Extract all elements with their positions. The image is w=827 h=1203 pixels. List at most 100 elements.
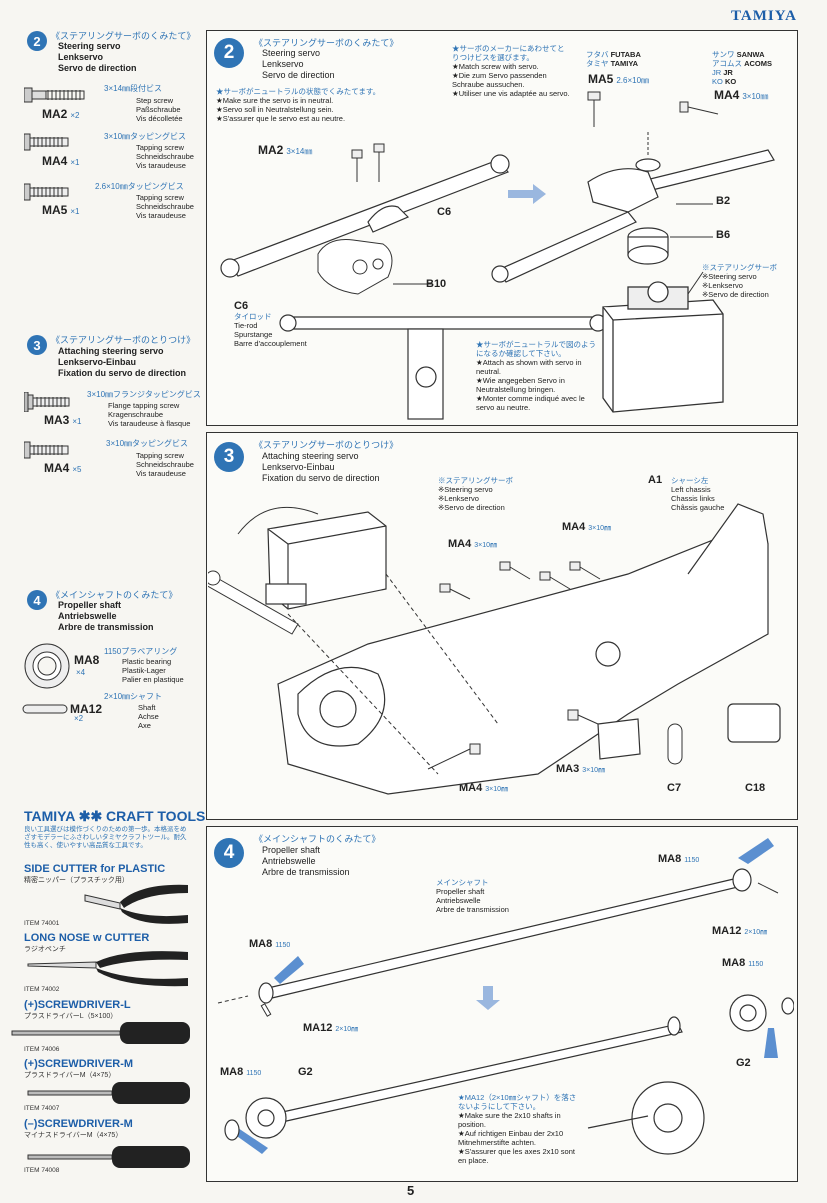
part-code: MA4×1 [42, 154, 80, 168]
tool-entry: LONG NOSE w CUTTER ラジオペンチ [24, 932, 150, 953]
step-title-de: Lenkservo-Einbau [262, 462, 335, 472]
part-code: MA2×2 [42, 107, 80, 121]
c7-label: C7 [667, 782, 682, 794]
servo-label: ※ステアリングサーボ ※Steering servo ※Lenkservo ※S… [438, 476, 513, 512]
tapping-screw-icon [24, 133, 69, 151]
item-number: ITEM 74001 [24, 920, 60, 927]
part-spec: 1150プラベアリング [104, 647, 178, 656]
chassis-servo-diagram [208, 503, 781, 795]
step-title-fr: Servo de direction [262, 70, 335, 80]
step-title-de: Lenkservo-Einbau [58, 357, 137, 367]
step-title-en: Attaching steering servo [58, 346, 164, 356]
c6-description: C6 タイロッド Tie-rod Spurstange Barre d'acco… [234, 300, 307, 348]
maker-table-left: フタバ FUTABA タミヤ TAMIYA [586, 50, 641, 68]
g2-label: G2 [736, 1057, 751, 1069]
part-spec: 3×14㎜段付ビス [104, 84, 163, 93]
long-nose-pliers-icon [27, 951, 188, 987]
step-number: 4 [27, 590, 47, 610]
step-number: 3 [214, 442, 244, 472]
tapping-screw-icon [24, 441, 69, 459]
c18-label: C18 [745, 782, 766, 794]
craft-tools-desc: 良い工具選びは模作づくりのための第一歩。本格派をめざすモデラーにふさわしいタミヤ… [24, 826, 187, 849]
screwdriver-icon [27, 1146, 190, 1168]
a1-label: A1 [648, 474, 663, 486]
part-spec: 3×10㎜タッピングビス [104, 132, 187, 141]
step-number: 4 [214, 838, 244, 868]
step-title-de: Lenkservo [58, 52, 104, 62]
craft-tools-title: TAMIYA ✱✱ CRAFT TOOLS [24, 808, 206, 824]
item-number: ITEM 74007 [24, 1105, 60, 1112]
part-code: MA5×1 [42, 203, 80, 217]
step-title-jp: 《メインシャフトのくみたて》 [254, 834, 381, 844]
step-title-en: Steering servo [262, 48, 321, 58]
steering-servo-diagram [220, 91, 775, 420]
step-title-jp: 《ステアリングサーボのとりつけ》 [254, 440, 399, 450]
tool-entry: (–)SCREWDRIVER-M マイナスドライバーM（4×75） [24, 1118, 133, 1139]
match-screw-note: ★サーボのメーカーにあわせてとりつけビスを選びます。 ★Match screw … [452, 44, 570, 98]
step-title-jp: 《ステアリングサーボのくみたて》 [51, 31, 196, 41]
flange-screw-icon [24, 392, 70, 412]
step-title-fr: Servo de direction [58, 63, 137, 73]
step-title-de: Lenkservo [262, 59, 304, 69]
servo-label: ※ステアリングサーボ ※Steering servo ※Lenkservo ※S… [702, 263, 777, 299]
step-title-de: Antriebswelle [58, 611, 117, 621]
part-code: MA12 [70, 702, 103, 716]
part-spec: 2.6×10㎜タッピングビス [95, 182, 184, 191]
step-title-en: Steering servo [58, 41, 121, 51]
part-code: MA4×5 [44, 461, 82, 475]
step-title-de: Antriebswelle [262, 856, 316, 866]
shaft-label: メインシャフト Propeller shaft Antriebswelle Ar… [436, 878, 509, 914]
step-title-en: Propeller shaft [262, 845, 321, 855]
bearing-icon [24, 643, 70, 689]
propeller-shaft-diagram [217, 838, 794, 1155]
attach-note: ★サーボがニュートラルで図のようになるか確認して下さい。 ★Attach as … [476, 340, 596, 412]
tapping-screw-icon [24, 183, 69, 201]
g2-label: G2 [298, 1066, 313, 1078]
b6-label: B6 [716, 229, 731, 241]
item-number: ITEM 74002 [24, 986, 60, 993]
step-number: 3 [27, 335, 47, 355]
part-qty: ×4 [76, 668, 86, 677]
part-spec: 3×10㎜タッピングビス [106, 439, 189, 448]
step-title-jp: 《ステアリングサーボのとりつけ》 [51, 335, 196, 345]
shaft-icon [22, 704, 68, 714]
screwdriver-icon [27, 1082, 190, 1104]
shaft-note: ★MA12（2×10㎜シャフト）を落さないようにして下さい。 ★Make sur… [458, 1093, 577, 1165]
tool-entry: SIDE CUTTER for PLASTIC 精密ニッパー（プラスチック用） [24, 863, 166, 884]
step-screw-icon [24, 87, 85, 103]
neutral-note: ★サーボがニュートラルの状態でくみたてます。 ★Make sure the se… [216, 87, 381, 123]
part-code: MA3×1 [44, 413, 82, 427]
part-qty: ×2 [74, 714, 84, 723]
c6-label: C6 [437, 206, 452, 218]
brand-logo: TAMIYA [730, 8, 797, 24]
b10-label: B10 [426, 278, 447, 290]
step-title-jp: 《メインシャフトのくみたて》 [51, 590, 178, 600]
screwdriver-icon [11, 1022, 190, 1044]
part-spec: 3×10㎜フランジタッピングビス [87, 390, 201, 399]
tool-entry: (+)SCREWDRIVER-M プラスドライバーM（4×75） [24, 1058, 134, 1079]
step-number: 2 [27, 31, 47, 51]
part-spec: 2×10㎜シャフト [104, 692, 163, 701]
step-title-fr: Arbre de transmission [58, 622, 154, 632]
step-title-fr: Arbre de transmission [262, 867, 350, 877]
b2-label: B2 [716, 195, 731, 207]
